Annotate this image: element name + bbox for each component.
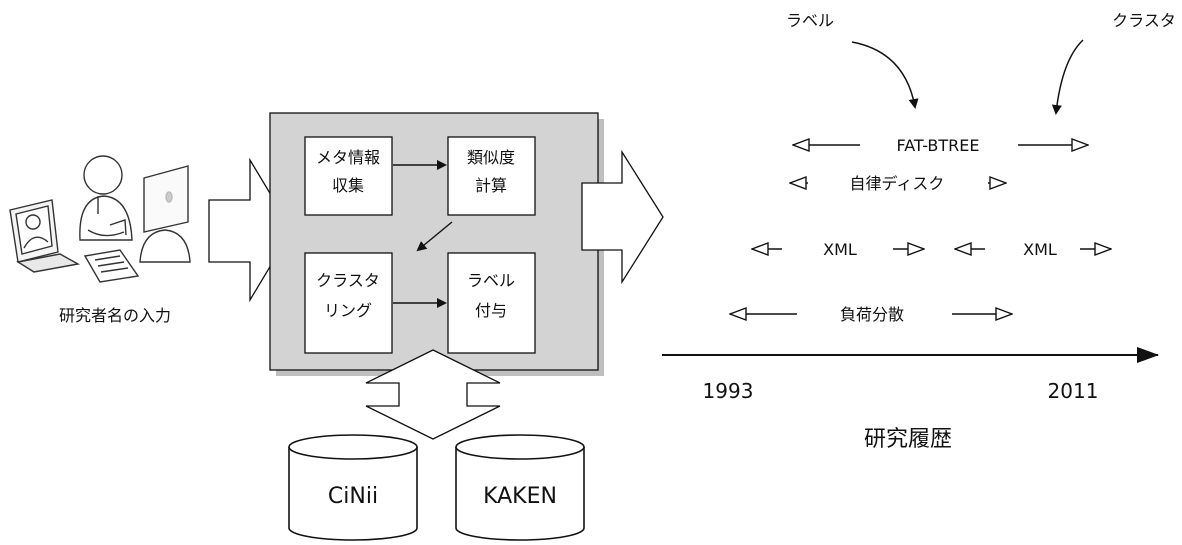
metadata-collection-box: メタ情報 収集	[304, 136, 393, 216]
database-double-arrow	[365, 349, 501, 440]
labeling-line1: ラベル	[467, 271, 515, 290]
metadata-collection-line1: メタ情報	[316, 148, 380, 167]
labeling-line2: 付与	[475, 301, 507, 320]
cluster-annotation-arrow	[1051, 39, 1084, 115]
timeline-end-year: 2011	[1048, 379, 1099, 403]
cluster-autonomous-disk: 自律ディスク	[790, 174, 1006, 193]
cluster-label-autonomous-disk: 自律ディスク	[850, 174, 945, 193]
metadata-collection-line2: 収集	[332, 176, 364, 195]
similarity-calculation-line2: 計算	[475, 176, 507, 195]
researcher-illustration	[9, 155, 191, 283]
cluster-label-fat-btree: FAT-BTREE	[896, 136, 979, 155]
label-annotation: ラベル	[786, 11, 834, 30]
labeling-box: ラベル 付与	[447, 252, 536, 354]
kaken-label: KAKEN	[483, 484, 557, 509]
cinii-label: CiNii	[328, 484, 378, 509]
input-caption: 研究者名の入力	[59, 306, 171, 325]
papers-icon	[16, 249, 140, 283]
cluster-label-xml-1: XML	[823, 240, 857, 259]
cluster-label-load-balancing: 負荷分散	[840, 305, 904, 324]
cluster-xml-1: XML	[752, 240, 924, 259]
output-block-arrow	[581, 149, 664, 285]
cluster-load-balancing: 負荷分散	[730, 305, 1012, 324]
cluster-annotation: クラスタ	[1112, 11, 1176, 30]
photo-frame-icon	[9, 199, 59, 263]
timeline-axis-label: 研究履歴	[864, 427, 952, 452]
similarity-calculation-line1: 類似度	[467, 148, 515, 167]
clustering-box: クラスタ リング	[304, 252, 393, 354]
cluster-xml-2: XML	[955, 240, 1111, 259]
cluster-fat-btree: FAT-BTREE	[793, 136, 1088, 155]
clustering-line1: クラスタ	[316, 271, 380, 290]
person-icon	[79, 155, 133, 241]
computer-icon	[139, 165, 191, 263]
flow-arrow-similarity-to-clustering	[416, 221, 453, 252]
cinii-database: CiNii	[288, 434, 418, 541]
similarity-calculation-box: 類似度 計算	[447, 136, 536, 216]
clustering-line2: リング	[324, 301, 372, 320]
kaken-database: KAKEN	[455, 434, 585, 541]
cluster-label-xml-2: XML	[1023, 240, 1057, 259]
timeline-start-year: 1993	[703, 379, 754, 403]
label-annotation-arrow	[851, 41, 919, 109]
